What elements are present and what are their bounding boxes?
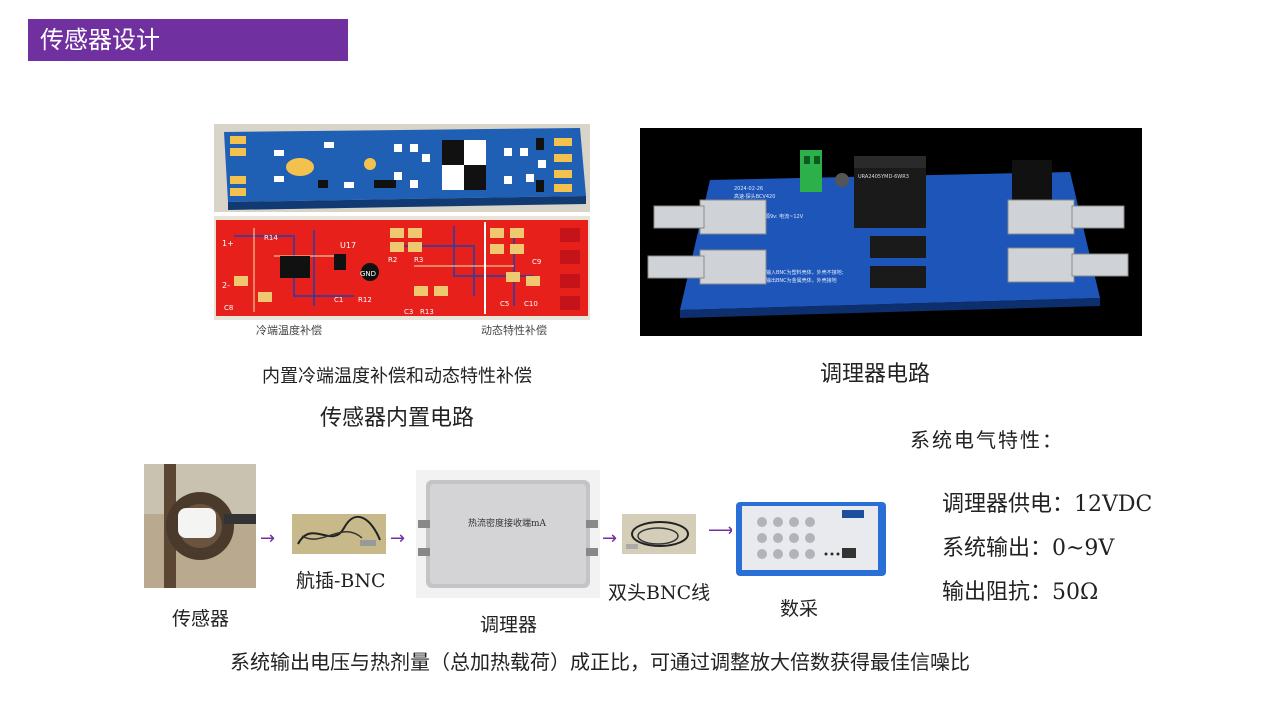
silk-module: URA2405YMD-6WR3	[858, 174, 909, 180]
silk-sub: 高速·探头BCV420	[734, 193, 775, 200]
arrow-icon: ⟶	[708, 520, 734, 541]
silk-note2: 输出BNC为金属壳体，外壳接地	[766, 277, 837, 284]
cable-photo	[292, 514, 386, 554]
daq-label: 数采	[780, 598, 819, 620]
spec-supply: 调理器供电：12VDC	[942, 492, 1153, 517]
silk-c10: C10	[524, 300, 538, 308]
silk-one-plus: 1+	[222, 239, 234, 248]
silk-c3: C3	[404, 308, 413, 316]
spec-impedance: 输出阻抗：50Ω	[942, 580, 1099, 605]
specs-heading: 系统电气特性：	[910, 428, 1064, 452]
silk-c1: C1	[334, 296, 343, 304]
sensor-photo	[144, 464, 256, 588]
bnc-cable-label: 双头BNC线	[608, 582, 711, 604]
conditioner-device-photo: 热流密度接收端mA	[416, 470, 600, 598]
silk-c5: C5	[500, 300, 509, 308]
arrow-icon: →	[390, 528, 406, 549]
cable-label: 航插-BNC	[296, 570, 386, 592]
title-bar	[28, 19, 348, 61]
pcb-3d-render	[214, 124, 590, 212]
silk-r2: R2	[388, 256, 397, 264]
arrow-icon: →	[602, 528, 618, 549]
conditioner-label: 调理器	[480, 614, 538, 636]
silk-power: 电源9v: 电流~12V	[760, 213, 804, 220]
page-title: 传感器设计	[40, 26, 160, 54]
silk-date: 2024-02-26	[734, 186, 763, 192]
silk-r13: R13	[420, 308, 434, 316]
silk-two-minus: 2-	[222, 281, 230, 290]
pcb-caption-line1: 内置冷端温度补偿和动态特性补偿	[262, 366, 532, 387]
sensor-label: 传感器	[172, 608, 230, 630]
spec-output: 系统输出：0~9V	[942, 536, 1115, 561]
pcb-caption-line2: 传感器内置电路	[320, 406, 475, 431]
label-cold-compensation: 冷端温度补偿	[256, 324, 322, 337]
footer-statement: 系统输出电压与热剂量（总加热载荷）成正比，可通过调整放大倍数获得最佳信噪比	[230, 650, 970, 674]
conditioner-circuit-image: URA2405YMD-6WR3 2024-02-26 高速·探头BCV420 电…	[640, 128, 1142, 336]
silk-r3: R3	[414, 256, 423, 264]
pcb-layout-image: 1+ 2- C8 R14 U17 GND C1 R12 R2 R3 C3 R13…	[214, 216, 590, 320]
silk-u17: U17	[340, 241, 356, 250]
bnc-cable-photo	[622, 514, 696, 554]
silk-gnd: GND	[360, 270, 376, 278]
silk-r12: R12	[358, 296, 372, 304]
silk-c8: C8	[224, 304, 233, 312]
silk-c9: C9	[532, 258, 541, 266]
label-dynamic-compensation: 动态特性补偿	[481, 324, 547, 337]
silk-note1: 输入BNC为塑料壳体，外壳不接地;	[766, 269, 844, 276]
daq-photo	[732, 492, 890, 580]
silk-r14: R14	[264, 234, 278, 242]
device-text: 热流密度接收端mA	[468, 517, 547, 529]
arrow-icon: →	[260, 528, 276, 549]
conditioner-caption: 调理器电路	[820, 362, 931, 387]
